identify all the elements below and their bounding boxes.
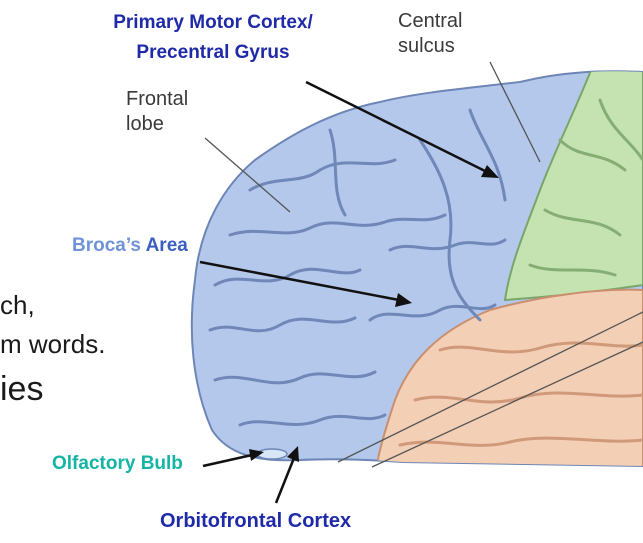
frontal-label-line-2: lobe — [126, 112, 188, 137]
olfactory-arrow — [203, 449, 264, 466]
brocas-area-label: Broca’s Area — [72, 234, 188, 258]
background-text-line-3: ies — [0, 370, 43, 408]
broca-label-part-2: Area — [146, 235, 188, 256]
orbitofrontal-cortex-label: Orbitofrontal Cortex — [160, 508, 351, 534]
central-label-line-1: Central — [398, 9, 462, 34]
motor-label-line-1: Primary Motor Cortex/ — [62, 8, 364, 38]
background-text-line-2: m words. — [0, 329, 105, 359]
motor-label-line-2: Precentral Gyrus — [62, 38, 364, 68]
central-sulcus-label: Central sulcus — [398, 9, 462, 59]
central-label-line-2: sulcus — [398, 34, 462, 59]
broca-label-part-1: Broca’s — [72, 235, 141, 256]
olfactory-bulb-label: Olfactory Bulb — [52, 452, 183, 476]
background-text-line-1: ch, — [0, 290, 35, 320]
frontal-label-line-1: Frontal — [126, 87, 188, 112]
olfactory-bulb-shape — [257, 449, 287, 459]
primary-motor-cortex-label: Primary Motor Cortex/ Precentral Gyrus — [62, 8, 364, 68]
frontal-lobe-label: Frontal lobe — [126, 87, 188, 137]
